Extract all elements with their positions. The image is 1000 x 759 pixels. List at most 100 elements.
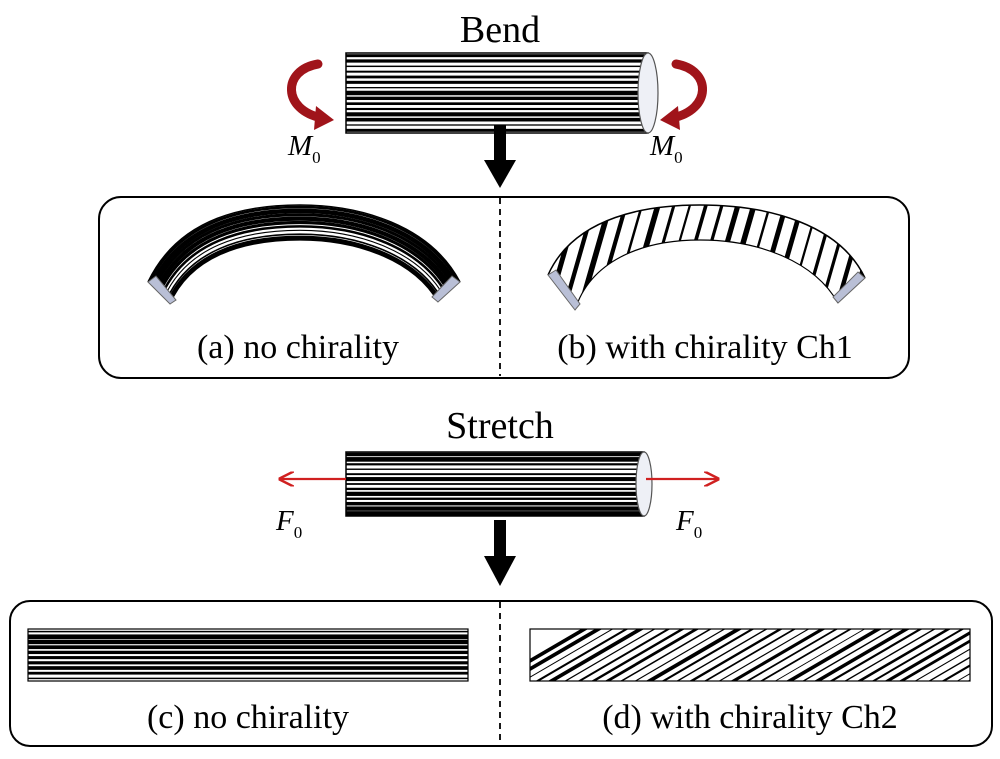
rod-stripe <box>346 112 648 117</box>
rod-stripe <box>970 620 1000 690</box>
rod-stripe <box>564 629 656 681</box>
rod-stripe <box>346 468 644 470</box>
rod-stripe <box>346 102 648 105</box>
rod-stripe <box>28 650 468 655</box>
left-force-symbol: F <box>275 505 294 537</box>
rod-stripe <box>844 629 936 681</box>
rod-stripe <box>941 664 970 681</box>
rod-stripe <box>898 639 970 681</box>
rod-stripe <box>346 506 644 511</box>
rod-stripe <box>759 629 853 681</box>
rod-stripe <box>802 629 894 681</box>
rod-stripe <box>676 629 768 681</box>
rod-stripe <box>166 235 442 304</box>
rod-stripe <box>956 673 970 681</box>
bent-rod-b-end-cap <box>547 269 581 311</box>
rod-stripe <box>346 54 648 58</box>
bent-rod-no-chirality <box>147 204 461 305</box>
right-moment-subscript: 0 <box>674 148 683 167</box>
rod-stripe <box>165 233 443 301</box>
bend-title: Bend <box>460 9 540 51</box>
rod-stripe <box>703 629 797 681</box>
curved-arrow-icon <box>287 59 334 130</box>
rod-stripe <box>346 497 644 500</box>
left-force-subscript: 0 <box>294 523 303 542</box>
rod-stripe <box>346 473 644 476</box>
rod-stripe <box>785 629 883 681</box>
rod-stripe <box>547 629 645 681</box>
rod-stripe <box>346 477 644 482</box>
rod-stripe <box>645 629 743 681</box>
rod-stripe <box>346 501 644 506</box>
rod-stripe <box>928 656 970 681</box>
rod-stripe <box>871 629 965 681</box>
rod-stripe <box>535 629 629 681</box>
rod-stripe <box>346 87 648 89</box>
rod-stripe <box>28 677 468 680</box>
rod-stripe <box>28 634 468 640</box>
right-force-subscript: 0 <box>694 523 703 542</box>
rod-stripe <box>346 80 648 84</box>
left-moment-subscript: 0 <box>312 148 321 167</box>
rod-stripe <box>577 629 671 681</box>
rod-stripe <box>914 648 970 681</box>
rod-stripe <box>346 491 644 496</box>
caption-d: (d) with chirality Ch2 <box>602 699 898 736</box>
rod-stripe <box>619 629 713 681</box>
bend-rod <box>345 52 659 134</box>
rod-stripe <box>530 629 603 672</box>
curved-arrow-icon <box>660 59 707 130</box>
rod-stripe <box>829 629 923 681</box>
rod-stripe <box>689 629 783 681</box>
bent-rod-b-end-cap <box>832 271 866 304</box>
rod-stripe <box>28 666 468 670</box>
rod-stripe <box>152 213 456 289</box>
rod-stripe <box>730 629 826 681</box>
rod-stripe <box>346 463 644 466</box>
rod-stripe <box>346 511 644 516</box>
bend-results-panel <box>98 196 910 379</box>
bent-rod-a-end-cap <box>147 275 177 305</box>
bend-rod-end-cap <box>637 52 659 134</box>
right-force-label: F0 <box>675 505 702 542</box>
stretch-title: Stretch <box>446 405 554 447</box>
rod-stripe <box>148 205 460 284</box>
rod-stripe <box>346 59 648 63</box>
rod-stripe <box>346 107 648 111</box>
left-force-label: F0 <box>275 505 302 542</box>
left-moment-symbol: M <box>287 130 314 162</box>
rod-stripe <box>28 656 468 660</box>
down-arrow-icon <box>484 520 516 586</box>
caption-c: (c) no chirality <box>147 699 349 736</box>
caption-b: (b) with chirality Ch1 <box>557 329 853 366</box>
rod-stripe <box>530 629 614 678</box>
rod-stripe <box>346 117 648 122</box>
bent-rod-with-chirality <box>547 198 916 320</box>
down-arrow-icon <box>484 125 516 188</box>
rod-stripe <box>634 629 726 681</box>
stretched-rod-no-chirality <box>27 628 469 682</box>
stretched-rod-with-chirality <box>529 620 1000 690</box>
rod-stripe <box>881 198 916 320</box>
rod-stripe <box>160 225 448 296</box>
rod-stripe <box>813 629 911 681</box>
rod-stripe <box>530 629 589 663</box>
right-moment-symbol: M <box>649 130 676 162</box>
rod-stripe <box>591 629 685 681</box>
rod-stripe <box>28 645 468 650</box>
rod-stripe <box>856 629 952 681</box>
caption-a: (a) no chirality <box>197 329 399 366</box>
rod-stripe <box>718 629 810 681</box>
left-moment-label: M0 <box>287 130 321 167</box>
rod-stripe <box>346 90 648 96</box>
stretch-results-panel <box>9 600 993 747</box>
rod-stripe <box>157 220 451 294</box>
rod-stripe <box>745 629 839 681</box>
rod-stripe <box>149 208 459 287</box>
rod-stripe <box>346 452 644 457</box>
stretch-rod <box>345 451 653 517</box>
rod-stripe <box>346 96 648 101</box>
rod-stripe <box>604 629 700 681</box>
